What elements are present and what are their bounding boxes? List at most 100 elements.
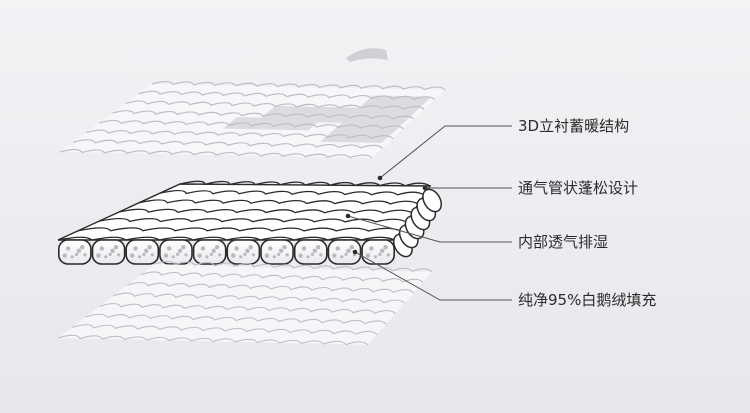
down-fill-dot xyxy=(218,253,222,257)
down-fill-dot xyxy=(332,253,337,258)
down-fill-dot xyxy=(344,252,348,256)
tube-cross-section xyxy=(57,239,92,265)
down-fill-dot xyxy=(200,246,206,251)
fabric-scallop-row xyxy=(71,324,378,336)
down-fill-dot xyxy=(96,253,101,258)
down-fill-dot xyxy=(373,255,378,259)
fabric-scallop-row xyxy=(151,80,446,91)
down-fill-dot xyxy=(214,245,220,250)
down-fill-dot xyxy=(340,255,344,259)
down-fill-dot xyxy=(70,255,74,259)
down-fill-dot xyxy=(205,255,209,259)
callout-3d-structure: 3D立衬蓄暖结构 xyxy=(518,117,629,135)
down-fill-dot xyxy=(335,246,340,251)
down-fill-dot xyxy=(83,253,87,257)
down-fill-dot xyxy=(184,253,188,257)
tube-cross-section xyxy=(159,239,193,265)
down-fill-dot xyxy=(167,246,172,251)
top-fabric-layer xyxy=(59,80,446,159)
down-fill-dot xyxy=(379,248,385,253)
down-fill-dot xyxy=(319,253,323,257)
middle-tube-layer xyxy=(57,180,442,265)
tube-scallop-row xyxy=(98,217,407,223)
down-fill-dot xyxy=(129,253,135,258)
fabric-scallop-row xyxy=(154,260,433,273)
tube-cross-section xyxy=(293,239,328,265)
down-fill-dot xyxy=(285,253,289,257)
top-fold-piece xyxy=(346,48,388,62)
fabric-scallop-row xyxy=(86,129,394,140)
down-fill-dot xyxy=(234,246,239,251)
down-fill-dot xyxy=(243,252,247,256)
tube-cross-section xyxy=(260,239,294,265)
down-fill-dot xyxy=(176,252,180,256)
fabric-shade xyxy=(320,95,432,143)
leader-line-1 xyxy=(379,125,512,179)
leader-line-3 xyxy=(347,215,512,243)
leader-dot-3 xyxy=(345,213,351,219)
down-fill-dot xyxy=(315,245,321,250)
down-fill-dot xyxy=(137,255,142,259)
down-fill-dot xyxy=(239,255,243,259)
bottom-fabric-layer xyxy=(57,260,433,346)
tube-cross-section xyxy=(361,239,396,265)
leader-dot-1 xyxy=(377,175,383,181)
fabric-scallop-row xyxy=(138,90,436,101)
leader-lines xyxy=(345,125,512,301)
down-fill-dot xyxy=(76,248,82,253)
down-fill-dot xyxy=(386,253,390,257)
down-fill-dot xyxy=(369,246,374,251)
tube-scallop-row xyxy=(78,227,402,232)
tube-end xyxy=(422,188,442,213)
leader-dot-2 xyxy=(422,185,428,191)
down-fill-dot xyxy=(65,246,71,251)
tube-scallop-row xyxy=(179,180,431,187)
down-fill-dot xyxy=(277,252,281,256)
down-fill-dot xyxy=(74,252,79,256)
fabric-scallop-row xyxy=(127,281,415,294)
leader-line-4 xyxy=(354,251,512,301)
down-fill-dot xyxy=(80,245,85,250)
down-fill-dot xyxy=(197,253,202,258)
down-fill-dot xyxy=(278,248,284,253)
down-fill-dot xyxy=(346,248,351,253)
down-fill-dot xyxy=(306,255,310,259)
down-fill-dot xyxy=(268,246,273,251)
tube-scallop-row xyxy=(57,236,396,241)
down-fill-dot xyxy=(272,255,276,259)
tube-cross-section xyxy=(125,239,160,265)
down-fill-dot xyxy=(171,255,175,259)
down-fill-dot xyxy=(298,253,303,258)
down-fill-dot xyxy=(365,253,371,258)
fabric-scallop-row xyxy=(99,303,396,315)
down-fill-dot xyxy=(312,248,317,253)
down-fill-dot xyxy=(209,252,213,256)
down-fill-dot xyxy=(142,252,146,256)
tube-scallop-row xyxy=(139,199,419,205)
down-fill-dot xyxy=(177,248,183,253)
down-fill-dot xyxy=(62,253,67,258)
fabric-scallop-row xyxy=(140,271,424,283)
down-fill-dot xyxy=(108,252,112,256)
down-fill-dot xyxy=(211,248,216,253)
down-fill-dot xyxy=(231,253,236,258)
fabric-scallop-row xyxy=(72,139,383,149)
callout-tube-design: 通气管状蓬松设计 xyxy=(518,179,638,197)
tube-scallop-row xyxy=(118,208,413,214)
fabric-scallop-row xyxy=(99,119,404,130)
fabric-scallop-row xyxy=(59,148,373,159)
fabric-scallop-row xyxy=(57,334,369,346)
tube-cross-section xyxy=(192,239,227,265)
down-fill-dot xyxy=(349,245,355,250)
down-fill-dot xyxy=(163,253,169,258)
down-fill-dot xyxy=(181,245,186,250)
down-fill-dot xyxy=(383,245,388,250)
down-fill-dot xyxy=(150,253,154,257)
down-fill-dot xyxy=(110,248,115,253)
down-fill-dot xyxy=(282,245,287,250)
down-fill-dot xyxy=(104,255,108,259)
down-fill-dot xyxy=(147,245,152,250)
down-fill-dot xyxy=(251,253,256,257)
down-fill-dot xyxy=(133,246,138,251)
down-fill-dot xyxy=(245,248,250,253)
